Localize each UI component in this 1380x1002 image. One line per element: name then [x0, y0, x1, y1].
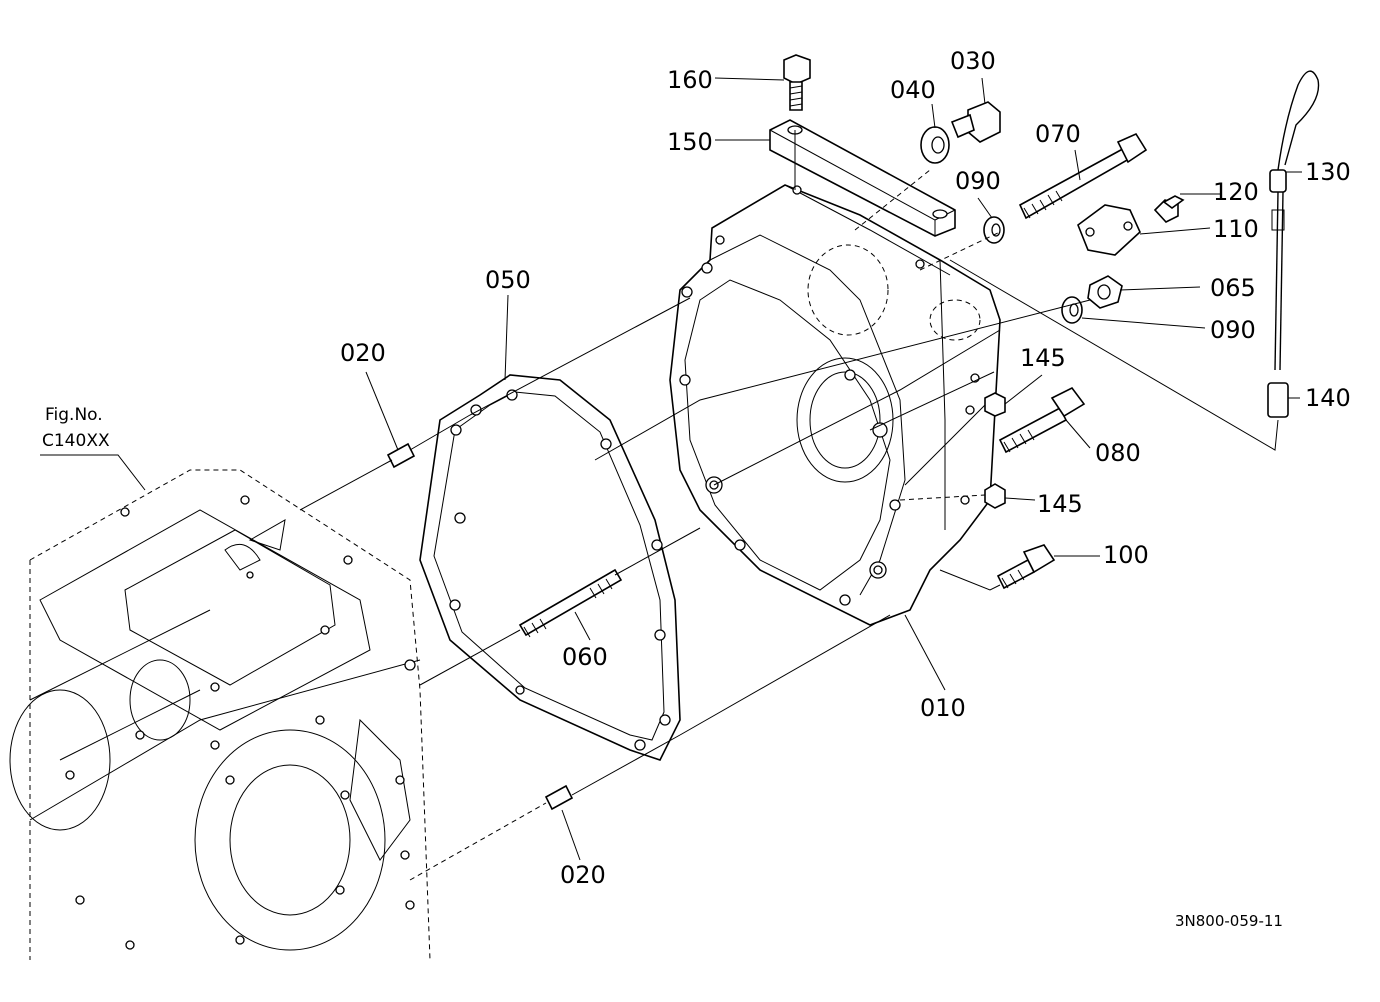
callout-160: 160: [667, 66, 713, 94]
fig-code-label: C140XX: [42, 431, 110, 451]
callout-145-bottom: 145: [1037, 490, 1083, 518]
washer-090-top: [983, 216, 1005, 244]
leader-lines: [40, 77, 1302, 861]
dowel-pin-020-bottom: [544, 784, 574, 811]
callout-040: 040: [890, 76, 936, 104]
callout-010: 010: [920, 694, 966, 722]
reference-label: Fig.No. C140XX: [42, 405, 110, 451]
engine-block-reference: [9, 469, 431, 961]
plug-030: [950, 101, 1001, 143]
alignment-lines: [299, 130, 1279, 881]
bolt-100: [996, 544, 1056, 590]
callout-050: 050: [485, 266, 531, 294]
callout-020-top: 020: [340, 339, 386, 367]
plug-145-bottom: [984, 483, 1006, 509]
callout-060: 060: [562, 643, 608, 671]
washer-040: [920, 126, 950, 164]
nut-065: [1087, 275, 1123, 309]
callout-145-top: 145: [1020, 344, 1066, 372]
callout-100: 100: [1103, 541, 1149, 569]
callout-020-bottom: 020: [560, 861, 606, 889]
tube-140: [1267, 382, 1289, 418]
housing-010: [669, 184, 1001, 626]
dipstick-130: [1269, 70, 1320, 371]
stud-060: [518, 568, 623, 638]
cover-110: [1077, 204, 1141, 256]
callout-120: 120: [1213, 178, 1259, 206]
callout-080: 080: [1095, 439, 1141, 467]
plate-150: [769, 119, 956, 237]
part-callouts: 160 150 030 040 070 090 120 130 110 065 …: [340, 47, 1351, 889]
bolt-120: [1153, 195, 1185, 223]
callout-140: 140: [1305, 384, 1351, 412]
drawing-code: 3N800-059-11: [1175, 912, 1283, 930]
washer-090-right: [1061, 296, 1083, 324]
gasket-050: [419, 374, 681, 761]
callout-090-right: 090: [1210, 316, 1256, 344]
callout-150: 150: [667, 128, 713, 156]
callout-065: 065: [1210, 274, 1256, 302]
bolt-160: [783, 54, 811, 111]
callout-070: 070: [1035, 120, 1081, 148]
callout-110: 110: [1213, 215, 1259, 243]
callout-090-top: 090: [955, 167, 1001, 195]
callout-130: 130: [1305, 158, 1351, 186]
bolt-080: [998, 386, 1086, 454]
fig-no-label: Fig.No.: [45, 405, 103, 425]
plug-145-top: [984, 392, 1006, 417]
bolt-070: [1018, 132, 1148, 220]
dowel-pin-020-top: [386, 442, 416, 469]
callout-030: 030: [950, 47, 996, 75]
